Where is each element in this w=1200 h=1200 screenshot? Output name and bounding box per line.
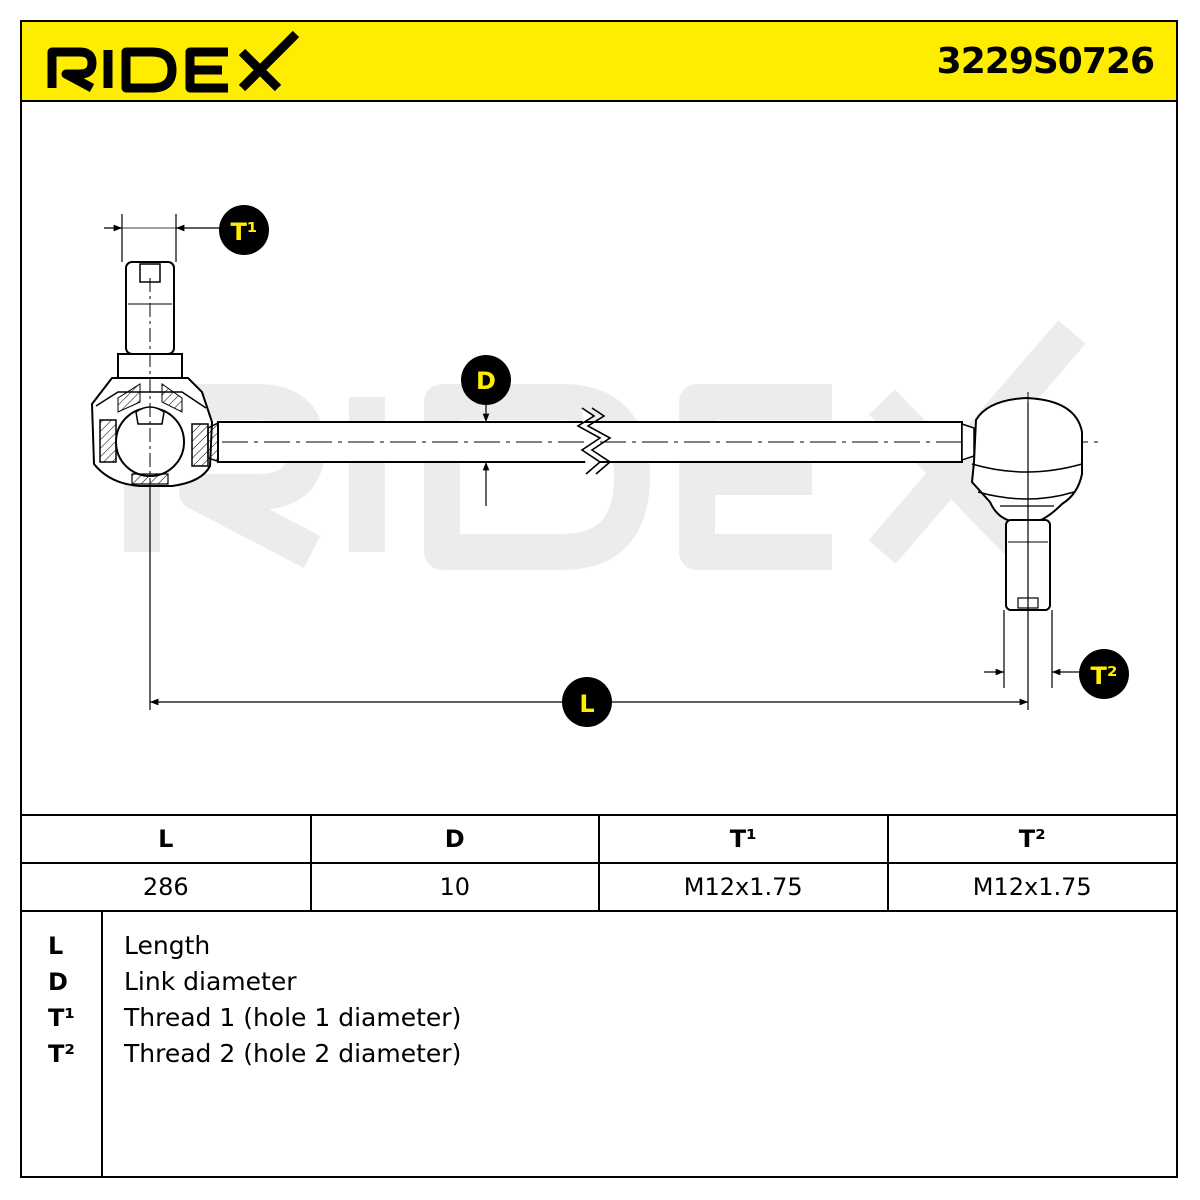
legend-item: D Link diameter	[22, 964, 1176, 1000]
legend-description: Length	[124, 931, 211, 960]
t1-dimension	[104, 214, 220, 262]
left-ball-joint	[90, 261, 221, 502]
legend-description: Thread 2 (hole 2 diameter)	[124, 1039, 462, 1068]
spec-header-row: L D T¹ T²	[22, 814, 1176, 864]
legend-symbol: T²	[48, 1040, 75, 1068]
legend-symbol: D	[48, 968, 68, 996]
spec-header-t1: T¹	[598, 814, 889, 864]
spec-value-row: 286 10 M12x1.75 M12x1.75	[22, 862, 1176, 912]
technical-drawing: T¹	[22, 102, 1176, 814]
spec-header-d: D	[309, 814, 600, 864]
t2-callout: T²	[1079, 649, 1129, 699]
t1-callout: T¹	[219, 205, 269, 255]
technical-sheet: 3229S0726	[20, 20, 1178, 1178]
ridex-logo	[47, 30, 300, 93]
l-callout: L	[562, 677, 612, 727]
t2-dimension	[984, 610, 1080, 688]
header-bar: 3229S0726	[22, 22, 1176, 102]
spec-table: L D T¹ T² 286 10 M12x1.75 M12x1.75	[22, 814, 1176, 912]
spec-value-t1: M12x1.75	[598, 862, 889, 912]
spec-header-l: L	[22, 814, 312, 864]
legend-item: T¹ Thread 1 (hole 1 diameter)	[22, 1000, 1176, 1036]
d-callout: D	[461, 355, 511, 405]
l-callout-label: L	[579, 690, 594, 718]
legend-divider	[101, 912, 103, 1176]
t2-callout-label: T²	[1091, 662, 1118, 690]
l-dimension	[149, 402, 1029, 710]
d-callout-label: D	[476, 367, 496, 395]
spec-value-d: 10	[309, 862, 600, 912]
legend-item: T² Thread 2 (hole 2 diameter)	[22, 1036, 1176, 1072]
legend-description: Link diameter	[124, 967, 297, 996]
part-number: 3229S0726	[936, 41, 1155, 82]
spec-value-t2: M12x1.75	[886, 862, 1176, 912]
legend: L Length D Link diameter T¹ Thread 1 (ho…	[22, 912, 1176, 1176]
t1-callout-label: T¹	[231, 218, 258, 246]
link-rod	[217, 407, 1102, 475]
legend-item: L Length	[22, 928, 1176, 964]
legend-description: Thread 1 (hole 1 diameter)	[124, 1003, 462, 1032]
legend-symbol: L	[48, 932, 64, 960]
spec-value-l: 286	[22, 862, 312, 912]
legend-symbol: T¹	[48, 1004, 75, 1032]
spec-header-t2: T²	[886, 814, 1176, 864]
